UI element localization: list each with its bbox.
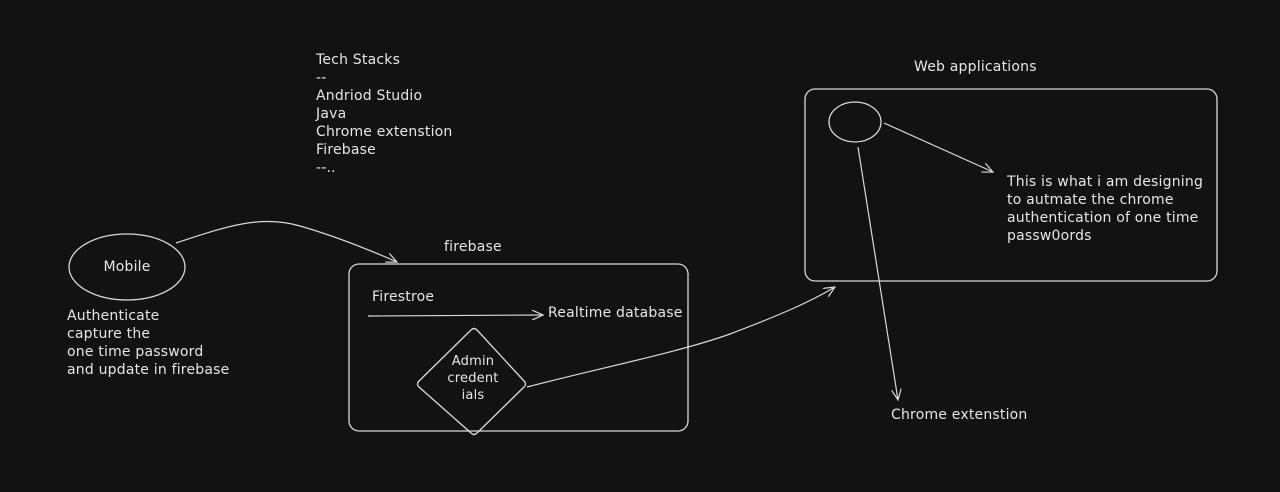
mobile-label: Mobile [103,259,151,275]
tech-stacks-line: Andriod Studio [316,88,423,104]
tech-stacks-line: Chrome extenstion [316,124,453,140]
admin-credentials-label: Admin credent ials [420,353,526,404]
realtime-database-label: Realtime database [548,305,683,321]
web-note-line: to autmate the chrome [1007,192,1174,208]
mobile-note: Authenticate capture the one time passwo… [67,307,229,379]
tech-stacks-line: Java [316,106,347,122]
mobile-note-line: and update in firebase [67,362,230,378]
mobile-note-line: capture the [67,326,151,342]
tech-stacks-line: -- [316,70,327,86]
mobile-node[interactable] [68,233,186,301]
arrow-circle-to-note [883,122,993,172]
admin-credentials-line: Admin [451,354,495,369]
mobile-note-line: Authenticate [67,308,160,324]
firebase-title: firebase [444,239,502,255]
tech-stacks-line: Firebase [316,142,376,158]
arrow-firestore-to-realtime [367,315,543,316]
admin-credentials-line: credent [447,371,499,386]
tech-stacks-line: --.. [316,160,336,176]
admin-credentials-node[interactable] [416,327,527,436]
arrow-mobile-to-firebase [175,220,397,262]
chrome-extension-label: Chrome extenstion [891,407,1028,423]
admin-credentials-line: ials [461,388,485,403]
web-applications-title: Web applications [914,59,1037,75]
web-app-circle-node[interactable] [828,101,882,143]
web-note-line: passw0ords [1007,228,1092,244]
web-note-line: This is what i am designing [1007,174,1204,190]
web-applications-box[interactable] [804,88,1218,282]
tech-stacks-list: Tech Stacks -- Andriod Studio Java Chrom… [316,51,453,177]
web-applications-note: This is what i am designing to autmate t… [1007,173,1203,245]
tech-stacks-line: Tech Stacks [316,52,401,68]
firestore-label: Firestroe [372,289,435,305]
arrow-circle-to-chrome-extension [857,146,898,400]
web-note-line: authentication of one time [1007,210,1199,226]
arrow-admin-to-web-app [526,287,835,388]
mobile-note-line: one time password [67,344,204,360]
